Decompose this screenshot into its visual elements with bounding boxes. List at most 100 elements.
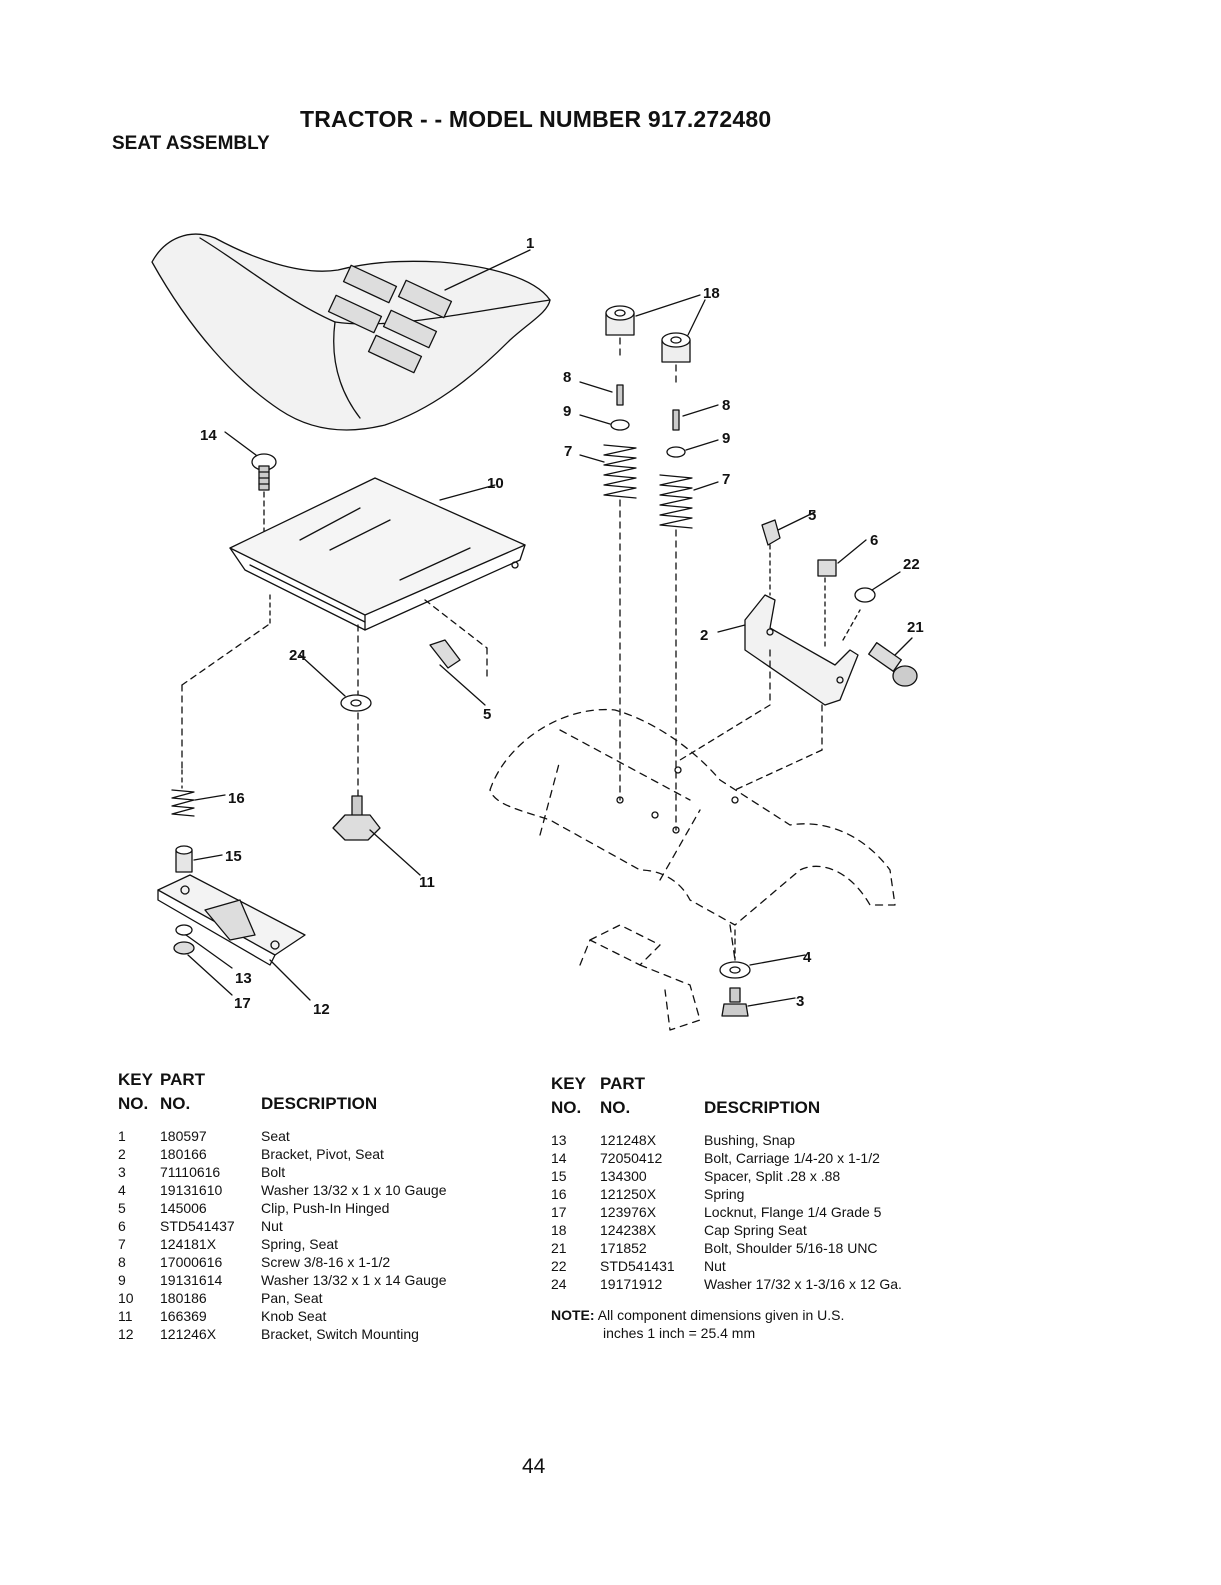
callout-label: 16 — [228, 790, 245, 807]
callout-label: 8 — [563, 369, 571, 386]
part-cell: 124238X — [600, 1222, 657, 1238]
washer-24-part — [299, 654, 372, 712]
callout-label: 14 — [200, 427, 217, 444]
description-cell: Spring, Seat — [261, 1236, 339, 1252]
part-cell: 72050412 — [600, 1150, 663, 1166]
part-cell: 171852 — [600, 1240, 647, 1256]
header-description: DESCRIPTION — [261, 1094, 378, 1113]
callout-label: 2 — [700, 627, 708, 644]
knob-part — [332, 795, 421, 876]
description-cell: Bushing, Snap — [704, 1132, 796, 1148]
callout-label: 12 — [313, 1001, 330, 1018]
description-cell: Bolt, Carriage 1/4-20 x 1-1/2 — [704, 1150, 880, 1166]
seat-pan-part — [229, 477, 526, 631]
part-cell: 134300 — [600, 1168, 647, 1184]
part-cell: 124181X — [160, 1236, 217, 1252]
callout-label: 5 — [808, 507, 816, 524]
key-cell: 22 — [551, 1258, 567, 1274]
part-cell: 166369 — [160, 1308, 207, 1324]
clip-left-part — [424, 599, 488, 706]
note-line: NOTE: All component dimensions given in … — [551, 1306, 971, 1324]
description-cell: Cap Spring Seat — [704, 1222, 807, 1238]
part-cell: 121250X — [600, 1186, 657, 1202]
part-cell: 19131610 — [160, 1182, 223, 1198]
header-description: DESCRIPTION — [704, 1098, 821, 1117]
key-cell: 12 — [118, 1326, 134, 1342]
header-no: NO. — [160, 1094, 191, 1113]
header-key: KEY — [551, 1074, 586, 1093]
header-key: KEY — [118, 1070, 153, 1089]
note-text: inches 1 inch = 25.4 mm — [603, 1325, 756, 1341]
description-cell: Knob Seat — [261, 1308, 327, 1324]
key-cell: 2 — [118, 1146, 126, 1162]
description-cell: Washer 13/32 x 1 x 10 Gauge — [261, 1182, 447, 1198]
description-cell: Screw 3/8-16 x 1-1/2 — [261, 1254, 391, 1270]
key-cell: 3 — [118, 1164, 126, 1180]
part-cell: 121246X — [160, 1326, 217, 1342]
key-cell: 24 — [551, 1276, 567, 1292]
callout-label: 7 — [564, 443, 572, 460]
part-cell: 71110616 — [160, 1164, 221, 1180]
key-cell: 14 — [551, 1150, 567, 1166]
header-part: PART — [600, 1074, 646, 1093]
tractor-frame-outline — [489, 708, 896, 1031]
bushing-locknut-part — [173, 924, 233, 996]
key-cell: 16 — [551, 1186, 567, 1202]
callout-label: 11 — [419, 874, 435, 891]
key-cell: 15 — [551, 1168, 567, 1184]
part-cell: 17000616 — [160, 1254, 223, 1270]
callout-label: 21 — [907, 619, 924, 636]
callout-label: 15 — [225, 848, 242, 865]
part-cell: 19171912 — [600, 1276, 663, 1292]
callout-label: 1 — [526, 235, 534, 252]
description-cell: Bracket, Switch Mounting — [261, 1326, 419, 1342]
key-cell: 21 — [551, 1240, 567, 1256]
key-cell: 11 — [118, 1308, 133, 1324]
page-title: TRACTOR - - MODEL NUMBER 917.272480 — [300, 106, 772, 132]
header-no: NO. — [600, 1098, 631, 1117]
callout-label: 6 — [870, 532, 878, 549]
part-cell: 121248X — [600, 1132, 657, 1148]
seat-part — [151, 233, 551, 431]
key-cell: 1 — [118, 1128, 126, 1144]
callout-label: 13 — [235, 970, 252, 987]
description-cell: Locknut, Flange 1/4 Grade 5 — [704, 1204, 882, 1220]
callout-label: 24 — [289, 647, 306, 664]
note-line: inches 1 inch = 25.4 mm — [551, 1324, 971, 1342]
description-cell: Nut — [261, 1218, 283, 1234]
description-cell: Bracket, Pivot, Seat — [261, 1146, 384, 1162]
part-cell: STD541431 — [600, 1258, 675, 1274]
callout-label: 4 — [803, 949, 812, 966]
callout-label: 10 — [487, 475, 504, 492]
spring-16-part — [171, 769, 226, 817]
callout-label: 5 — [483, 706, 491, 723]
part-cell: 19131614 — [160, 1272, 223, 1288]
section-title: SEAT ASSEMBLY — [112, 133, 270, 154]
key-cell: 18 — [551, 1222, 567, 1238]
units-note: NOTE: All component dimensions given in … — [551, 1306, 971, 1342]
part-cell: 180186 — [160, 1290, 207, 1306]
key-cell: 5 — [118, 1200, 126, 1216]
description-cell: Spring — [704, 1186, 745, 1202]
key-cell: 8 — [118, 1254, 126, 1270]
description-cell: Bolt — [261, 1164, 286, 1180]
header-no: NO. — [551, 1098, 582, 1117]
header-no: NO. — [118, 1094, 149, 1113]
callout-label: 9 — [563, 403, 571, 420]
key-cell: 7 — [118, 1236, 126, 1252]
part-cell: 180166 — [160, 1146, 207, 1162]
callout-label: 18 — [703, 285, 720, 302]
description-cell: Pan, Seat — [261, 1290, 323, 1306]
screw-washer-spring-part — [579, 381, 719, 831]
callout-label: 8 — [722, 397, 730, 414]
switch-bracket-part — [157, 874, 311, 1001]
callout-label: 7 — [722, 471, 730, 488]
callout-label: 3 — [796, 993, 804, 1010]
page-number: 44 — [522, 1455, 546, 1478]
callout-label: 9 — [722, 430, 730, 447]
pivot-bracket-part — [679, 511, 918, 791]
description-cell: Seat — [261, 1128, 290, 1144]
description-cell: Clip, Push-In Hinged — [261, 1200, 390, 1216]
